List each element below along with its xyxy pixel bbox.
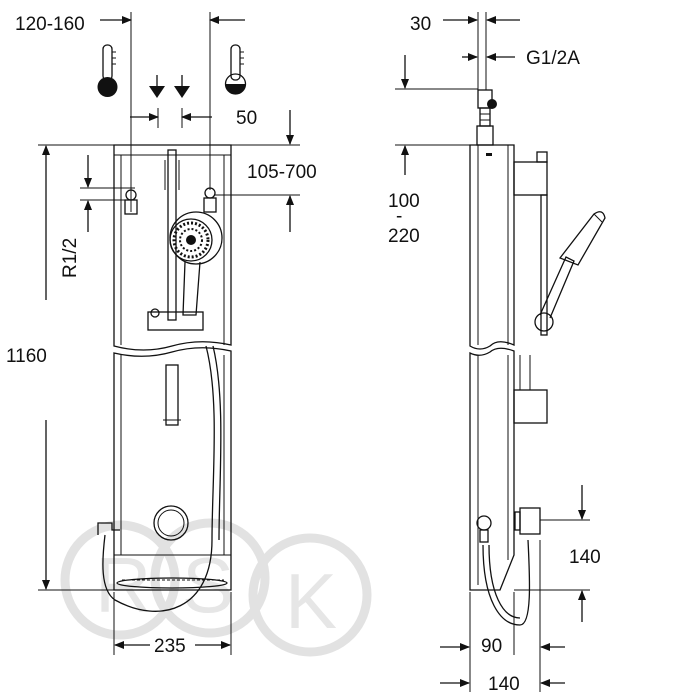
hose-elbow	[97, 522, 120, 535]
side-knob	[476, 515, 492, 531]
side-view: 30 G1/2A 100 - 220	[388, 12, 606, 695]
rail-mount-top	[513, 161, 548, 196]
hand-shower-side	[534, 211, 606, 332]
base-tray	[113, 554, 232, 591]
dim-pipe: 30	[410, 14, 431, 35]
dim-lower: 140	[569, 547, 601, 568]
dim-offset-dash: -	[396, 206, 402, 227]
inlet-valve	[476, 89, 497, 146]
inlet-connector-left	[124, 189, 138, 215]
rail-mount-bottom	[513, 389, 548, 424]
dim-small-gap: 50	[236, 108, 257, 129]
shower-holder	[147, 311, 204, 331]
dim-offset-top: 100	[388, 191, 420, 212]
inlet-connector-right	[203, 187, 217, 213]
thermometer-cold-icon	[97, 44, 118, 97]
shower-head	[169, 211, 223, 316]
watermark-letter-k: K	[285, 557, 337, 645]
side-panel-upper	[469, 144, 515, 350]
side-hose	[482, 539, 531, 626]
lower-rail	[165, 364, 179, 426]
down-arrow-icon	[174, 75, 190, 98]
watermark-letter-s: S	[182, 541, 234, 629]
dim-depth-inner: 90	[481, 636, 502, 657]
dim-height-range: 105-700	[247, 162, 317, 183]
dim-connector: G1/2A	[526, 48, 580, 69]
panel-lower	[113, 347, 232, 591]
dim-thread: R1/2	[60, 238, 81, 278]
dim-depth-outer: 140	[488, 674, 520, 695]
hose-connector	[519, 507, 541, 535]
watermark: R S K	[60, 518, 372, 657]
shower-rail	[167, 149, 177, 321]
panel-upper	[113, 144, 232, 351]
side-panel-lower	[469, 347, 515, 591]
dim-width: 235	[154, 636, 186, 657]
thermostat-knob	[153, 505, 189, 541]
front-view: 120-160 50	[6, 12, 317, 657]
down-arrow-icon	[149, 75, 165, 98]
dim-total-height: 1160	[6, 346, 47, 367]
side-rail	[540, 194, 548, 336]
dim-offset-bottom: 220	[388, 226, 420, 247]
thermometer-hot-icon	[224, 44, 247, 95]
dim-top-spacing: 120-160	[15, 14, 85, 35]
